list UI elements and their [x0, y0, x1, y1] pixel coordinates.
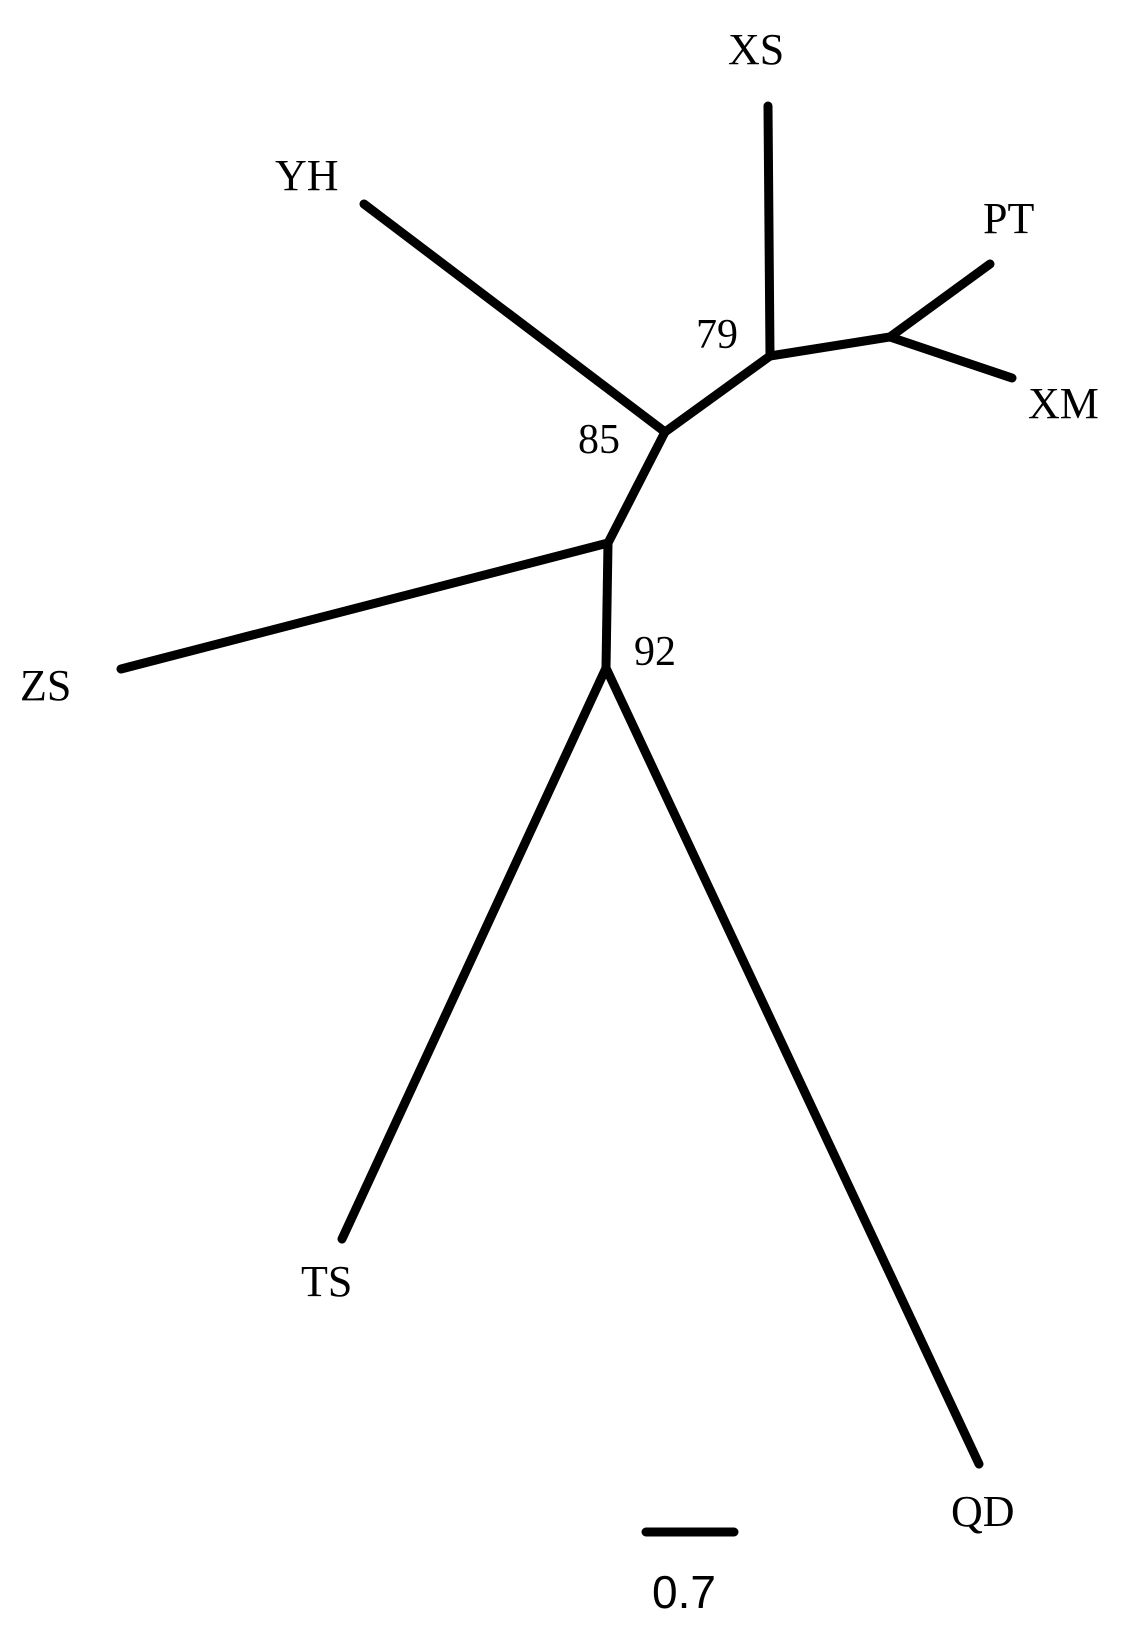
branch-xs	[763, 101, 775, 361]
support-value-92: 92	[634, 629, 676, 675]
taxon-label-ts: TS	[301, 1257, 352, 1306]
branch-pt	[885, 259, 995, 342]
taxon-label-pt: PT	[983, 194, 1034, 243]
support-value-79: 79	[696, 312, 738, 358]
branch-inner-xs-pt-xm	[765, 332, 895, 361]
taxon-label-yh: YH	[275, 151, 339, 200]
branch-inner-79-85	[660, 351, 775, 437]
scale-bar-label: 0.7	[652, 1566, 716, 1618]
branch-ts	[337, 663, 611, 1244]
support-value-85: 85	[578, 417, 620, 463]
taxon-label-qd: QD	[951, 1487, 1015, 1536]
taxon-label-zs: ZS	[20, 661, 71, 710]
branch-xm	[885, 332, 1017, 383]
branch-inner-85-root	[603, 427, 670, 548]
branch-qd	[601, 663, 984, 1469]
branch-inner-root-92	[601, 538, 613, 673]
branch-zs	[116, 538, 613, 674]
branch-yh	[359, 199, 670, 437]
taxon-label-xm: XM	[1028, 379, 1099, 428]
taxon-label-xs: XS	[728, 25, 784, 74]
